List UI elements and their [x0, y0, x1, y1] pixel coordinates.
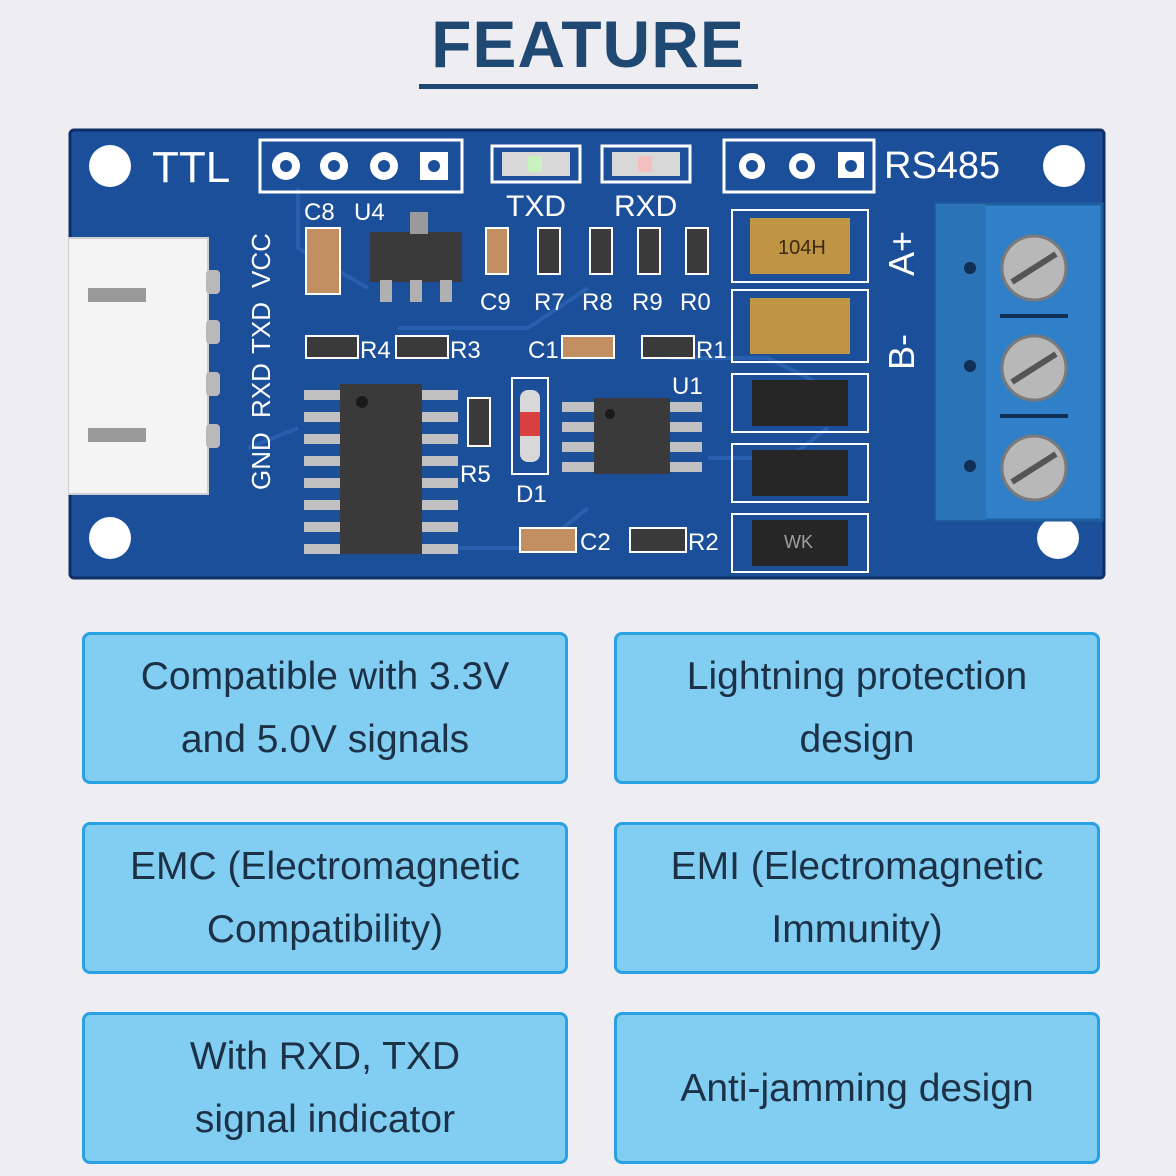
u4-regulator — [370, 232, 462, 282]
feature-indicator-line2: signal indicator — [194, 1098, 456, 1141]
c8-label: C8 — [304, 199, 335, 226]
c8-capacitor — [305, 227, 341, 295]
feature-emc-line1: EMC (Electromagnetic — [129, 845, 521, 888]
tvs-diodes: WK — [731, 373, 869, 573]
rs485-header-outline — [722, 138, 876, 194]
r5-label: R5 — [460, 461, 491, 488]
txd-pin-label: TXD — [246, 302, 276, 354]
mounting-hole-tl — [89, 145, 131, 187]
feature-emi-line1: EMI (Electromagnetic — [670, 845, 1044, 888]
txd-led-outline — [490, 144, 582, 184]
rxd-pin-label: RXD — [246, 363, 276, 418]
u1-chip — [562, 398, 702, 474]
mounting-hole-tr — [1043, 145, 1085, 187]
r9-label: R9 — [632, 289, 663, 316]
feature-lightning-line1: Lightning protection — [686, 655, 1028, 698]
soic-16-chip — [304, 384, 458, 554]
feature-box-antijamming: Anti-jamming design — [614, 1012, 1100, 1164]
r7-label: R7 — [534, 289, 565, 316]
c9-label: C9 — [480, 289, 511, 316]
feature-box-emi: EMI (Electromagnetic Immunity) — [614, 822, 1100, 974]
vcc-label: VCC — [246, 233, 276, 288]
r0-label: R0 — [680, 289, 711, 316]
feature-indicator-line1: With RXD, TXD — [189, 1035, 461, 1078]
c1-label: C1 — [528, 337, 559, 364]
mounting-hole-bl — [89, 517, 131, 559]
d1-label: D1 — [516, 481, 547, 508]
feature-voltage-line1: Compatible with 3.3V — [140, 655, 510, 698]
title-underline — [419, 84, 758, 89]
r3-label: R3 — [450, 337, 481, 364]
mounting-hole-br — [1037, 517, 1079, 559]
ttl-connector — [68, 237, 209, 495]
c2-label: C2 — [580, 529, 611, 556]
ttl-label: TTL — [152, 143, 230, 192]
page-title: FEATURE — [431, 7, 745, 81]
feature-antijamming-line1: Anti-jamming design — [680, 1066, 1034, 1110]
r1-resistor — [641, 335, 695, 359]
r3-resistor — [395, 335, 449, 359]
c2-capacitor — [519, 527, 577, 553]
rxd-led-outline — [600, 144, 692, 184]
feature-lightning-line2: design — [799, 718, 915, 761]
a-plus-label: A+ — [881, 231, 922, 276]
rs485-label: RS485 — [884, 145, 1000, 187]
d1-outline — [511, 377, 549, 475]
u1-label: U1 — [672, 373, 703, 400]
r8-label: R8 — [582, 289, 613, 316]
pcb-illustration: TTL TXD RXD — [68, 128, 1106, 580]
r2-label: R2 — [688, 529, 719, 556]
rs485-board-image: TTL TXD RXD — [68, 128, 1106, 580]
feature-box-indicator: With RXD, TXD signal indicator — [82, 1012, 568, 1164]
r4-resistor — [305, 335, 359, 359]
r5-resistor — [467, 397, 491, 447]
ttl-header-outline — [258, 138, 464, 194]
gnd-label: GND — [246, 432, 276, 490]
r2-resistor — [629, 527, 687, 553]
diode-wk-mark: WK — [784, 532, 813, 552]
feature-emc-line2: Compatibility) — [206, 908, 444, 951]
feature-box-voltage: Compatible with 3.3V and 5.0V signals — [82, 632, 568, 784]
r4-label: R4 — [360, 337, 391, 364]
txd-led-label: TXD — [506, 190, 566, 223]
u4-label: U4 — [354, 199, 385, 226]
c1-capacitor — [561, 335, 615, 359]
ttl-header-pins — [272, 152, 448, 180]
rxd-led-label: RXD — [614, 190, 677, 223]
feature-box-emc: EMC (Electromagnetic Compatibility) — [82, 822, 568, 974]
screw-terminal — [934, 202, 1104, 522]
protection-caps: 104H — [731, 209, 869, 363]
feature-emi-line2: Immunity) — [771, 908, 943, 951]
feature-voltage-line2: and 5.0V signals — [180, 718, 470, 761]
r1-label: R1 — [696, 337, 727, 364]
feature-box-lightning: Lightning protection design — [614, 632, 1100, 784]
cap-104h-mark: 104H — [778, 237, 826, 259]
b-minus-label: B- — [881, 334, 922, 370]
rs485-header-pins — [739, 152, 864, 179]
connector-pins — [206, 270, 220, 448]
ttl-pin-labels: VCC TXD RXD GND — [246, 233, 276, 490]
passives-row — [485, 227, 709, 275]
